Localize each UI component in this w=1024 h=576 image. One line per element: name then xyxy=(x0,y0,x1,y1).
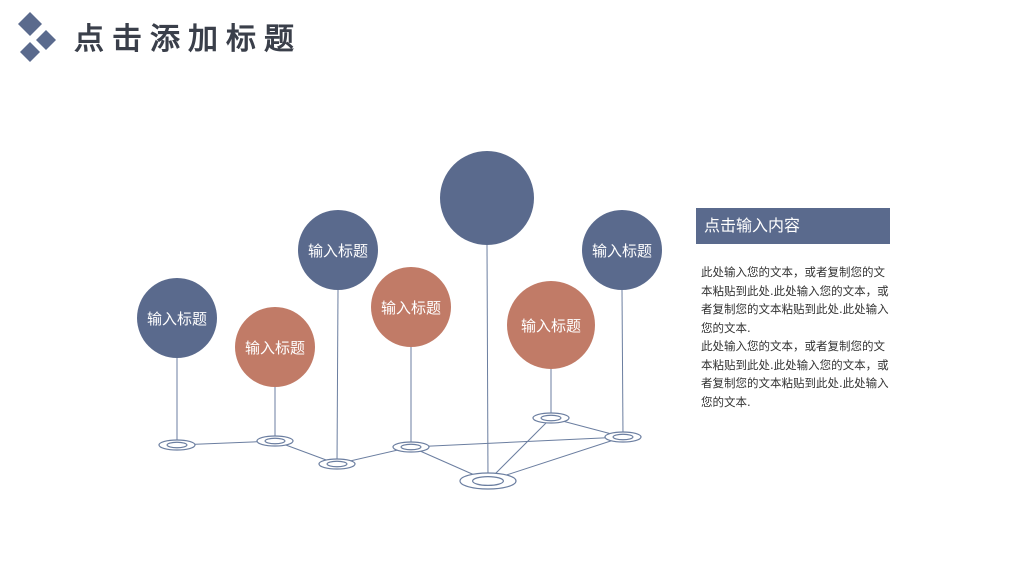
pin-label: 输入标题 xyxy=(244,338,305,357)
pin-stem xyxy=(621,289,624,438)
content-panel-header[interactable]: 点击输入内容 xyxy=(696,208,890,244)
stacked-diamonds-logo xyxy=(18,12,56,62)
network-link xyxy=(487,417,552,482)
pin-circle[interactable] xyxy=(440,151,534,245)
content-panel-body[interactable]: 此处输入您的文本，或者复制您的文本粘贴到此处.此处输入您的文本，或者复制您的文本… xyxy=(701,263,891,411)
panel-paragraph: 此处输入您的文本，或者复制您的文本粘贴到此处.此处输入您的文本，或者复制您的文本… xyxy=(701,339,889,409)
pin-label: 输入标题 xyxy=(307,241,368,260)
pin-base-ring xyxy=(532,412,570,424)
pin-circle[interactable]: 输入标题 xyxy=(235,307,315,387)
pin-base-ring xyxy=(256,435,294,447)
network-link xyxy=(410,436,624,448)
pin-circle[interactable]: 输入标题 xyxy=(507,281,595,369)
pin-stem xyxy=(336,289,339,465)
pin-base-ring xyxy=(392,441,430,453)
pin-base-ring xyxy=(158,439,196,451)
pin-label: 输入标题 xyxy=(591,241,652,260)
pin-base-ring xyxy=(604,431,642,443)
pin-circle[interactable]: 输入标题 xyxy=(582,210,662,290)
pin-label: 输入标题 xyxy=(146,309,207,328)
pin-label: 输入标题 xyxy=(520,316,581,335)
pin-circle[interactable]: 输入标题 xyxy=(298,210,378,290)
pin-circle[interactable]: 输入标题 xyxy=(371,267,451,347)
pin-label: 输入标题 xyxy=(380,298,441,317)
pin-stem xyxy=(486,244,489,482)
pin-base-ring xyxy=(459,472,517,490)
page-title[interactable]: 点击添加标题 xyxy=(74,22,302,57)
panel-paragraph: 此处输入您的文本，或者复制您的文本粘贴到此处.此处输入您的文本，或者复制您的文本… xyxy=(701,265,889,335)
pin-base-ring xyxy=(318,458,356,470)
network-link xyxy=(487,436,624,482)
pin-circle[interactable]: 输入标题 xyxy=(137,278,217,358)
